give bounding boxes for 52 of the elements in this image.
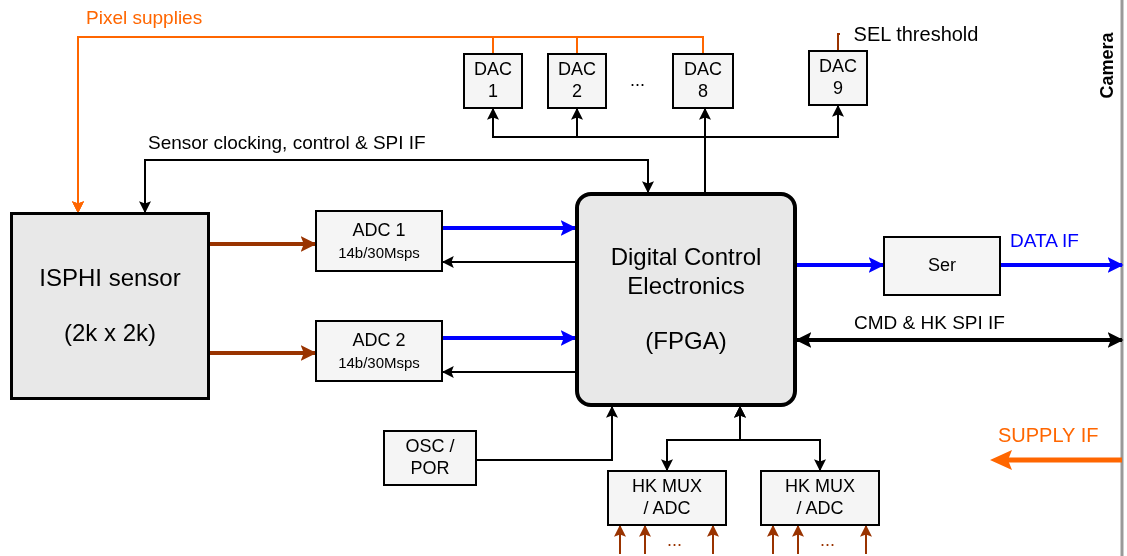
process-box — [883, 236, 1001, 296]
box-label: HK MUX / ADC — [784, 476, 856, 520]
process-box — [760, 470, 880, 526]
connector-arrow — [476, 405, 618, 461]
connector-arrow — [443, 220, 577, 236]
connector-arrow — [734, 405, 826, 472]
box-label: DAC 9 — [818, 56, 858, 100]
side-label: Camera — [1096, 32, 1118, 99]
connector-arrow — [443, 330, 577, 346]
box-label: ADC 1 — [352, 220, 406, 242]
connector-arrow — [72, 36, 704, 214]
box-label: ISPHI sensor — [39, 264, 181, 293]
box-label: Ser — [928, 255, 956, 277]
box-label: OSC / POR — [404, 436, 456, 480]
interface-label: SUPPLY IF — [998, 424, 1099, 447]
box-label: DAC 1 — [473, 59, 513, 103]
ellipsis-label: ... — [667, 530, 682, 551]
connector-arrow — [614, 524, 626, 555]
box-label: HK MUX / ADC — [631, 476, 703, 520]
sensor-box — [10, 212, 210, 400]
process-box — [607, 470, 727, 526]
box-label: SEL threshold — [853, 22, 979, 46]
connector-arrow — [704, 104, 844, 193]
connector-arrow — [707, 524, 719, 555]
process-box — [808, 50, 868, 106]
connector-arrow — [792, 524, 804, 555]
process-box — [315, 210, 443, 272]
connector-arrow — [795, 332, 1124, 348]
connector-arrow — [797, 257, 885, 273]
process-box — [383, 430, 477, 486]
connector-arrow — [210, 345, 317, 361]
process-box — [672, 53, 734, 109]
connector-arrow — [860, 524, 872, 555]
box-label: 14b/30Msps — [338, 353, 420, 372]
connector-arrow — [639, 524, 651, 555]
connector-arrow — [139, 159, 654, 214]
process-box — [547, 53, 607, 109]
process-box — [315, 320, 443, 382]
connector-arrow — [767, 524, 779, 555]
box-label: (2k x 2k) — [64, 319, 156, 348]
box-label: DAC 8 — [683, 59, 723, 103]
box-label: (FPGA) — [645, 326, 727, 356]
box-label: 14b/30Msps — [338, 243, 420, 262]
connector-arrow — [1001, 257, 1124, 273]
box-label: DAC 2 — [557, 59, 597, 103]
box-label: Digital Control Electronics — [609, 243, 763, 301]
fpga-box — [575, 192, 797, 407]
connector-arrow — [210, 236, 317, 252]
ellipsis-label: ... — [820, 530, 835, 551]
process-box — [463, 53, 523, 109]
box-label: ADC 2 — [352, 330, 406, 352]
ellipsis-label: ... — [630, 70, 645, 91]
